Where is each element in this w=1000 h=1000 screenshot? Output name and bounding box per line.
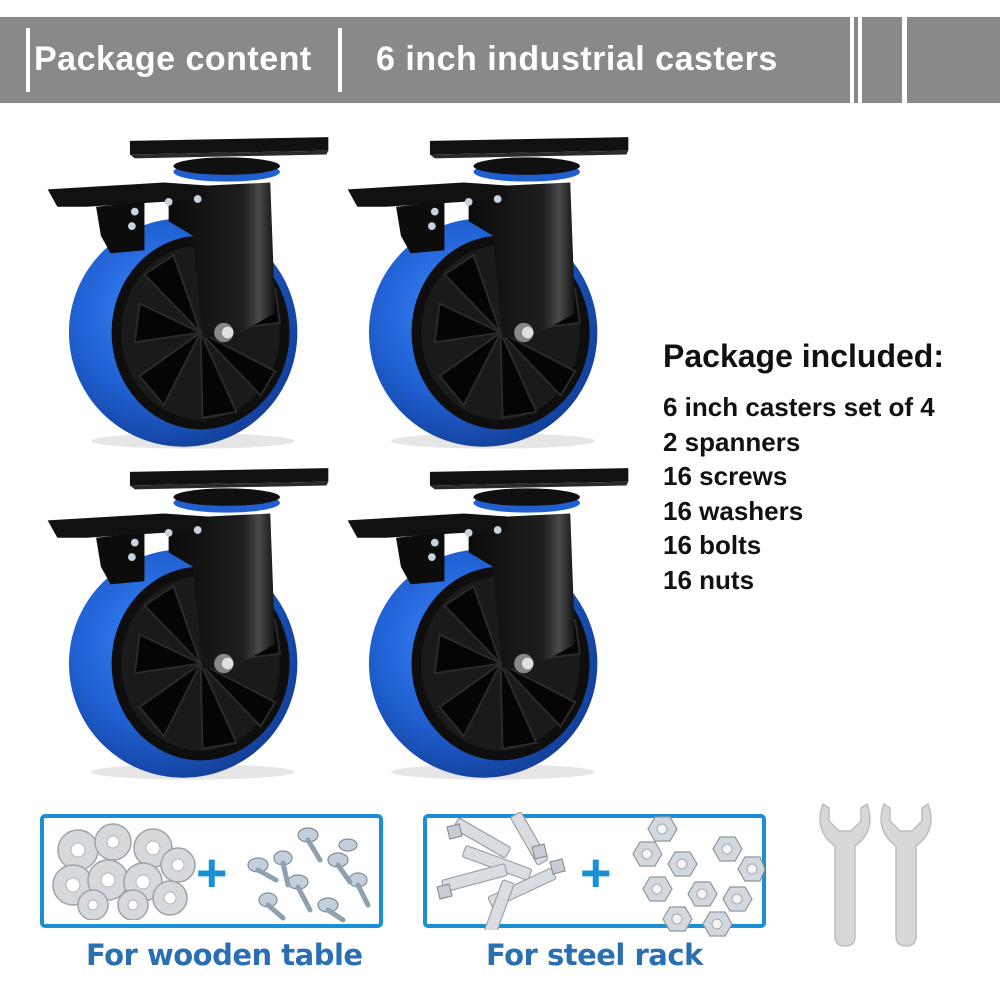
banner-stripe: [862, 17, 902, 103]
washers-image: [48, 820, 198, 920]
package-item: 16 nuts: [663, 564, 755, 595]
caster-top-right: [338, 124, 638, 454]
caster-top-left: [38, 124, 338, 454]
product-title: 6 inch industrial casters: [376, 40, 778, 78]
banner-stripe: [854, 17, 858, 103]
plus-icon: +: [580, 843, 612, 903]
steel-rack-label: For steel rack: [486, 938, 703, 972]
banner-divider: [338, 28, 342, 92]
package-title: Package included:: [663, 338, 944, 374]
caster-bottom-left: [38, 455, 338, 785]
header-banner: [0, 17, 850, 103]
plus-icon: +: [196, 843, 228, 903]
bolts-image: [432, 812, 572, 930]
package-list: 6 inch casters set of 4 2 spanners 16 sc…: [663, 390, 935, 597]
spanner-icon: [819, 802, 871, 947]
banner-stripe: [907, 17, 1000, 103]
section-label: Package content: [34, 40, 312, 78]
package-item: 2 spanners: [663, 426, 801, 457]
caster-bottom-right: [338, 455, 638, 785]
wooden-table-label: For wooden table: [86, 938, 363, 972]
package-item: 6 inch casters set of 4: [663, 392, 935, 422]
nuts-image: [625, 812, 765, 937]
package-item: 16 washers: [663, 495, 804, 526]
wooden-hardware-box: [40, 814, 383, 928]
spanner-icon: [880, 802, 932, 947]
package-item: 16 bolts: [663, 530, 762, 560]
screws-image: [238, 820, 378, 925]
package-item: 16 screws: [663, 461, 788, 491]
banner-divider: [26, 28, 30, 92]
